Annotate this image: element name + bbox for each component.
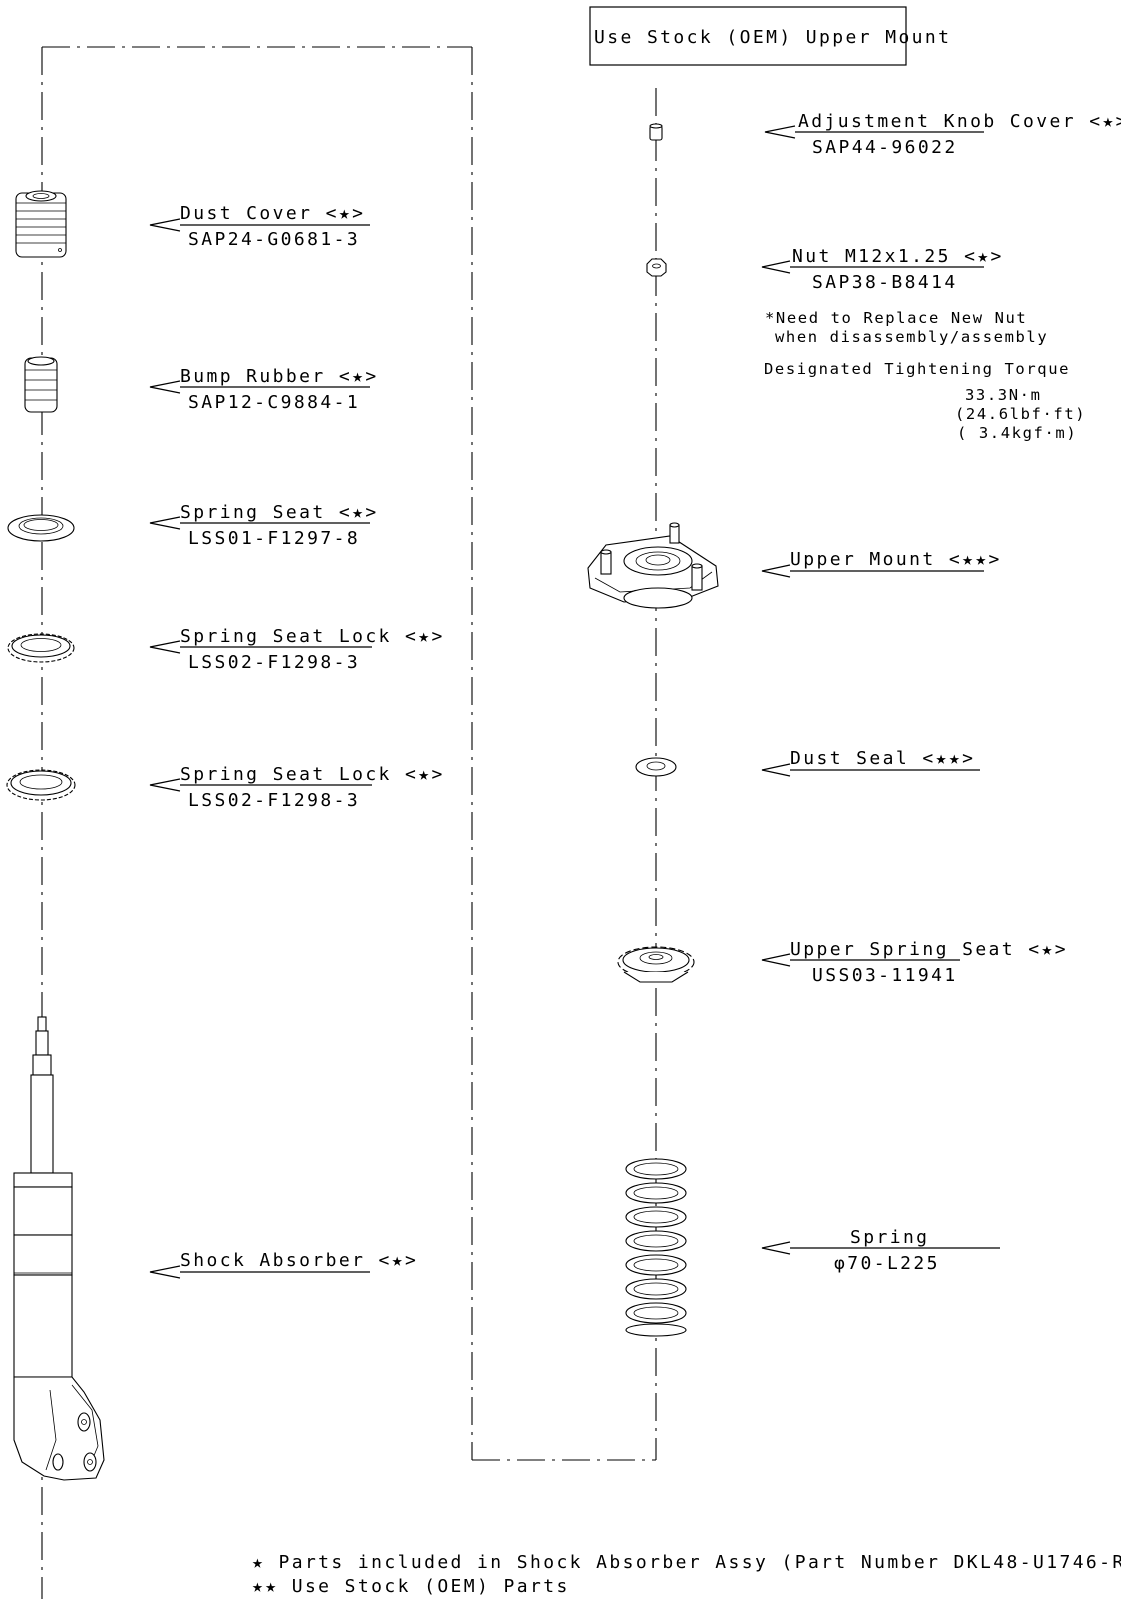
assembly-boundary [42, 46, 656, 1461]
spring-seat-lock-1-part-number: LSS02-F1298-3 [188, 652, 360, 673]
callout-adjust-knob-cover: Adjustment Knob Cover <★> SAP44-96022 [764, 111, 1121, 158]
oem-mount-box-text: Use Stock (OEM) Upper Mount [594, 27, 951, 48]
callout-shock-absorber: Shock Absorber <★> [149, 1250, 418, 1279]
nut-part-number: SAP38-B8414 [812, 272, 958, 293]
legend-double-star: ★★ Use Stock (OEM) Parts [252, 1576, 570, 1597]
torque-kgf: ( 3.4kgf·m) [957, 424, 1077, 442]
adjust-knob-cover-label: Adjustment Knob Cover <★> [798, 111, 1121, 132]
nut-drawing [646, 258, 667, 277]
oem-mount-box [589, 6, 907, 66]
dust-seal-drawing [635, 757, 677, 777]
nut-replace-note-line-1: *Need to Replace New Nut [765, 309, 1027, 327]
spring-part-number: φ70-L225 [834, 1253, 940, 1274]
nut-replace-note-line-2: when disassembly/assembly [775, 328, 1048, 346]
upper-spring-seat-label: Upper Spring Seat <★> [790, 939, 1068, 960]
callout-spring: Spring φ70-L225 [761, 1227, 1000, 1274]
callout-dust-cover: Dust Cover <★> SAP24-G0681-3 [149, 203, 370, 250]
callout-dust-seal: Dust Seal <★★> [761, 748, 980, 777]
callout-spring-seat-lock-2: Spring Seat Lock <★> LSS02-F1298-3 [149, 764, 445, 811]
legend: ★ Parts included in Shock Absorber Assy … [252, 1552, 1121, 1597]
spring-seat-part-number: LSS01-F1297-8 [188, 528, 360, 549]
adjust-knob-cover-drawing [649, 123, 663, 141]
upper-spring-seat-part-number: USS03-11941 [812, 965, 958, 986]
upper-mount-drawing [587, 522, 719, 609]
torque-nm: 33.3N·m [965, 386, 1042, 404]
legend-single-star: ★ Parts included in Shock Absorber Assy … [252, 1552, 1121, 1573]
upper-spring-seat-drawing [617, 946, 695, 983]
spring-label: Spring [850, 1227, 929, 1248]
spring-seat-lock-1-label: Spring Seat Lock <★> [180, 626, 445, 647]
callout-upper-mount: Upper Mount <★★> [761, 549, 1002, 578]
dust-seal-label: Dust Seal <★★> [790, 748, 975, 769]
upper-mount-label: Upper Mount <★★> [790, 549, 1002, 570]
spring-seat-label: Spring Seat <★> [180, 502, 379, 523]
spring-seat-lock-1-drawing [7, 633, 75, 663]
callout-upper-spring-seat: Upper Spring Seat <★> USS03-11941 [761, 939, 1068, 986]
callout-spring-seat-lock-1: Spring Seat Lock <★> LSS02-F1298-3 [149, 626, 445, 673]
spring-seat-lock-2-label: Spring Seat Lock <★> [180, 764, 445, 785]
callout-spring-seat: Spring Seat <★> LSS01-F1297-8 [149, 502, 379, 549]
bump-rubber-part-number: SAP12-C9884-1 [188, 392, 360, 413]
dust-cover-part-number: SAP24-G0681-3 [188, 229, 360, 250]
shock-absorber-label: Shock Absorber <★> [180, 1250, 418, 1271]
nut-notes: *Need to Replace New Nut when disassembl… [764, 309, 1086, 442]
bump-rubber-drawing [24, 356, 58, 413]
adjust-knob-cover-part-number: SAP44-96022 [812, 137, 958, 158]
torque-lbf: (24.6lbf·ft) [955, 405, 1086, 423]
spring-seat-lock-2-drawing [6, 769, 76, 801]
bump-rubber-label: Bump Rubber <★> [180, 366, 379, 387]
shock-absorber-drawing [13, 1016, 105, 1481]
spring-seat-lock-2-part-number: LSS02-F1298-3 [188, 790, 360, 811]
callout-bump-rubber: Bump Rubber <★> SAP12-C9884-1 [149, 366, 379, 413]
torque-title: Designated Tightening Torque [764, 360, 1070, 378]
spring-drawing [625, 1158, 687, 1337]
dust-cover-label: Dust Cover <★> [180, 203, 365, 224]
callout-nut: Nut M12x1.25 <★> SAP38-B8414 [761, 246, 1004, 293]
spring-seat-drawing [7, 514, 75, 542]
dust-cover-drawing [15, 190, 67, 258]
nut-label: Nut M12x1.25 <★> [792, 246, 1004, 267]
